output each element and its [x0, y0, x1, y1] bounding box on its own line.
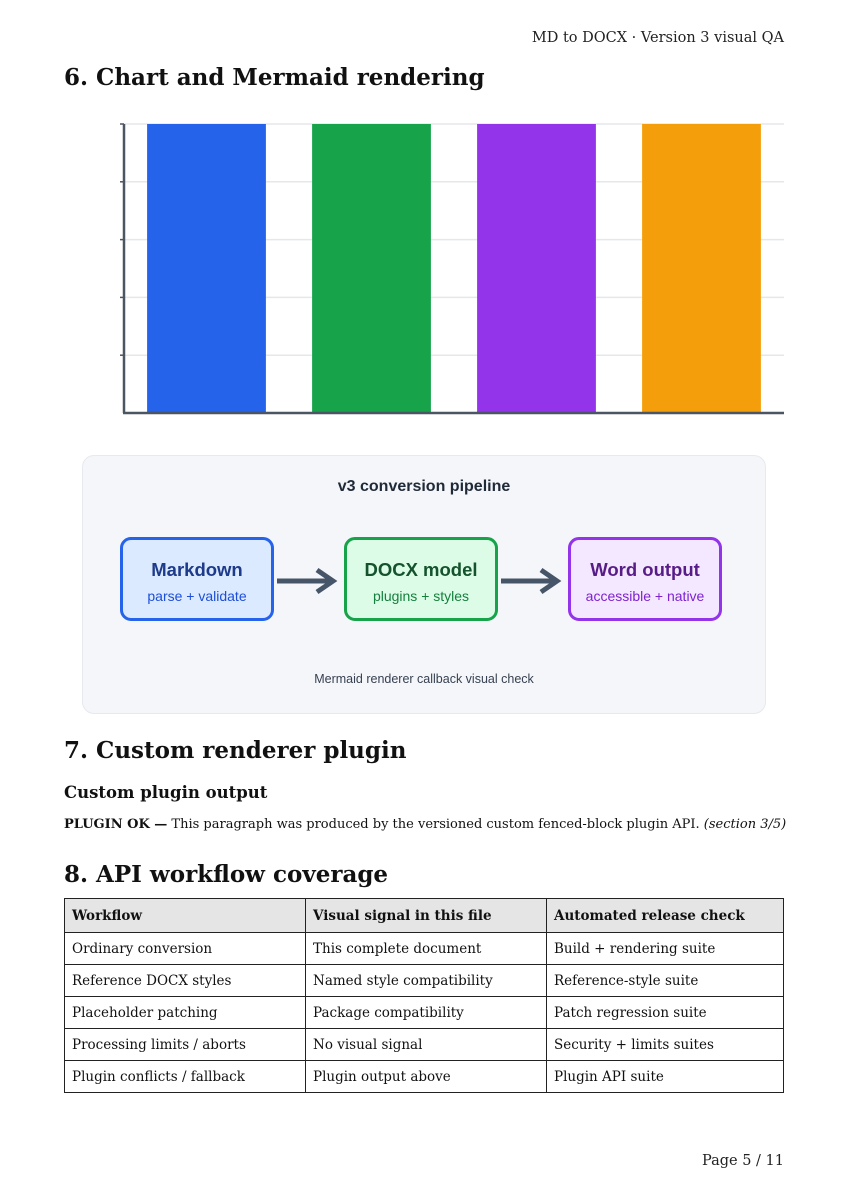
table-cell: Reference-style suite: [546, 964, 784, 997]
node-markdown-subtitle: parse + validate: [147, 588, 247, 604]
table-row: Plugin conflicts / fallback Plugin outpu…: [64, 1060, 784, 1093]
node-docx-model-title: DOCX model: [364, 559, 478, 580]
table-cell: No visual signal: [305, 1028, 547, 1061]
mermaid-diagram: v3 conversion pipeline Markdown parse + …: [82, 455, 766, 714]
section-heading-chart: 6. Chart and Mermaid rendering: [64, 64, 485, 91]
table-cell: Patch regression suite: [546, 996, 784, 1029]
plugin-ok-label: PLUGIN OK —: [64, 817, 168, 832]
section-heading-api: 8. API workflow coverage: [64, 861, 389, 888]
node-word-output-title: Word output: [590, 559, 700, 580]
table-cell: Named style compatibility: [305, 964, 547, 997]
table-row: Reference DOCX styles Named style compat…: [64, 964, 784, 997]
table-cell: This complete document: [305, 932, 547, 965]
section-heading-plugin: 7. Custom renderer plugin: [64, 737, 407, 764]
table-cell: Security + limits suites: [546, 1028, 784, 1061]
diagram-title: v3 conversion pipeline: [337, 478, 511, 495]
arrow-right-icon: [277, 567, 338, 595]
page-number: Page 5 / 11: [701, 1153, 784, 1169]
chart-bar: [312, 124, 431, 413]
table-row: Placeholder patching Package compatibili…: [64, 996, 784, 1029]
table-header-row: Workflow Visual signal in this file Auto…: [64, 898, 784, 933]
chart-bar: [477, 124, 596, 413]
column-header: Workflow: [64, 898, 306, 933]
node-markdown: Markdown parse + validate: [120, 537, 274, 621]
table-cell: Ordinary conversion: [64, 932, 306, 965]
table-cell: Reference DOCX styles: [64, 964, 306, 997]
chart-bar: [642, 124, 761, 413]
column-header: Visual signal in this file: [305, 898, 547, 933]
table-cell: Plugin conflicts / fallback: [64, 1060, 306, 1093]
chart-bar: [147, 124, 266, 413]
node-markdown-title: Markdown: [151, 559, 243, 580]
plugin-paragraph: PLUGIN OK — This paragraph was produced …: [64, 817, 786, 832]
plugin-section-note: (section 3/5): [703, 817, 787, 832]
running-header: MD to DOCX · Version 3 visual QA: [531, 30, 784, 46]
table-cell: Plugin API suite: [546, 1060, 784, 1093]
table-cell: Package compatibility: [305, 996, 547, 1029]
chart-bars: [147, 124, 761, 413]
node-word-output-subtitle: accessible + native: [585, 588, 705, 604]
node-docx-model-subtitle: plugins + styles: [372, 588, 470, 604]
node-word-output: Word output accessible + native: [568, 537, 722, 621]
table-cell: Processing limits / aborts: [64, 1028, 306, 1061]
table-cell: Build + rendering suite: [546, 932, 784, 965]
table-row: Processing limits / aborts No visual sig…: [64, 1028, 784, 1061]
arrow-right-icon: [501, 567, 562, 595]
plugin-text: This paragraph was produced by the versi…: [167, 817, 704, 832]
table-cell: Plugin output above: [305, 1060, 547, 1093]
api-workflow-table: Workflow Visual signal in this file Auto…: [64, 898, 784, 1093]
node-docx-model: DOCX model plugins + styles: [344, 537, 498, 621]
table-row: Ordinary conversion This complete docume…: [64, 932, 784, 965]
table-cell: Placeholder patching: [64, 996, 306, 1029]
bar-chart: [120, 123, 784, 415]
plugin-subheading: Custom plugin output: [64, 783, 268, 802]
diagram-caption: Mermaid renderer callback visual check: [314, 672, 534, 686]
column-header: Automated release check: [546, 898, 784, 933]
